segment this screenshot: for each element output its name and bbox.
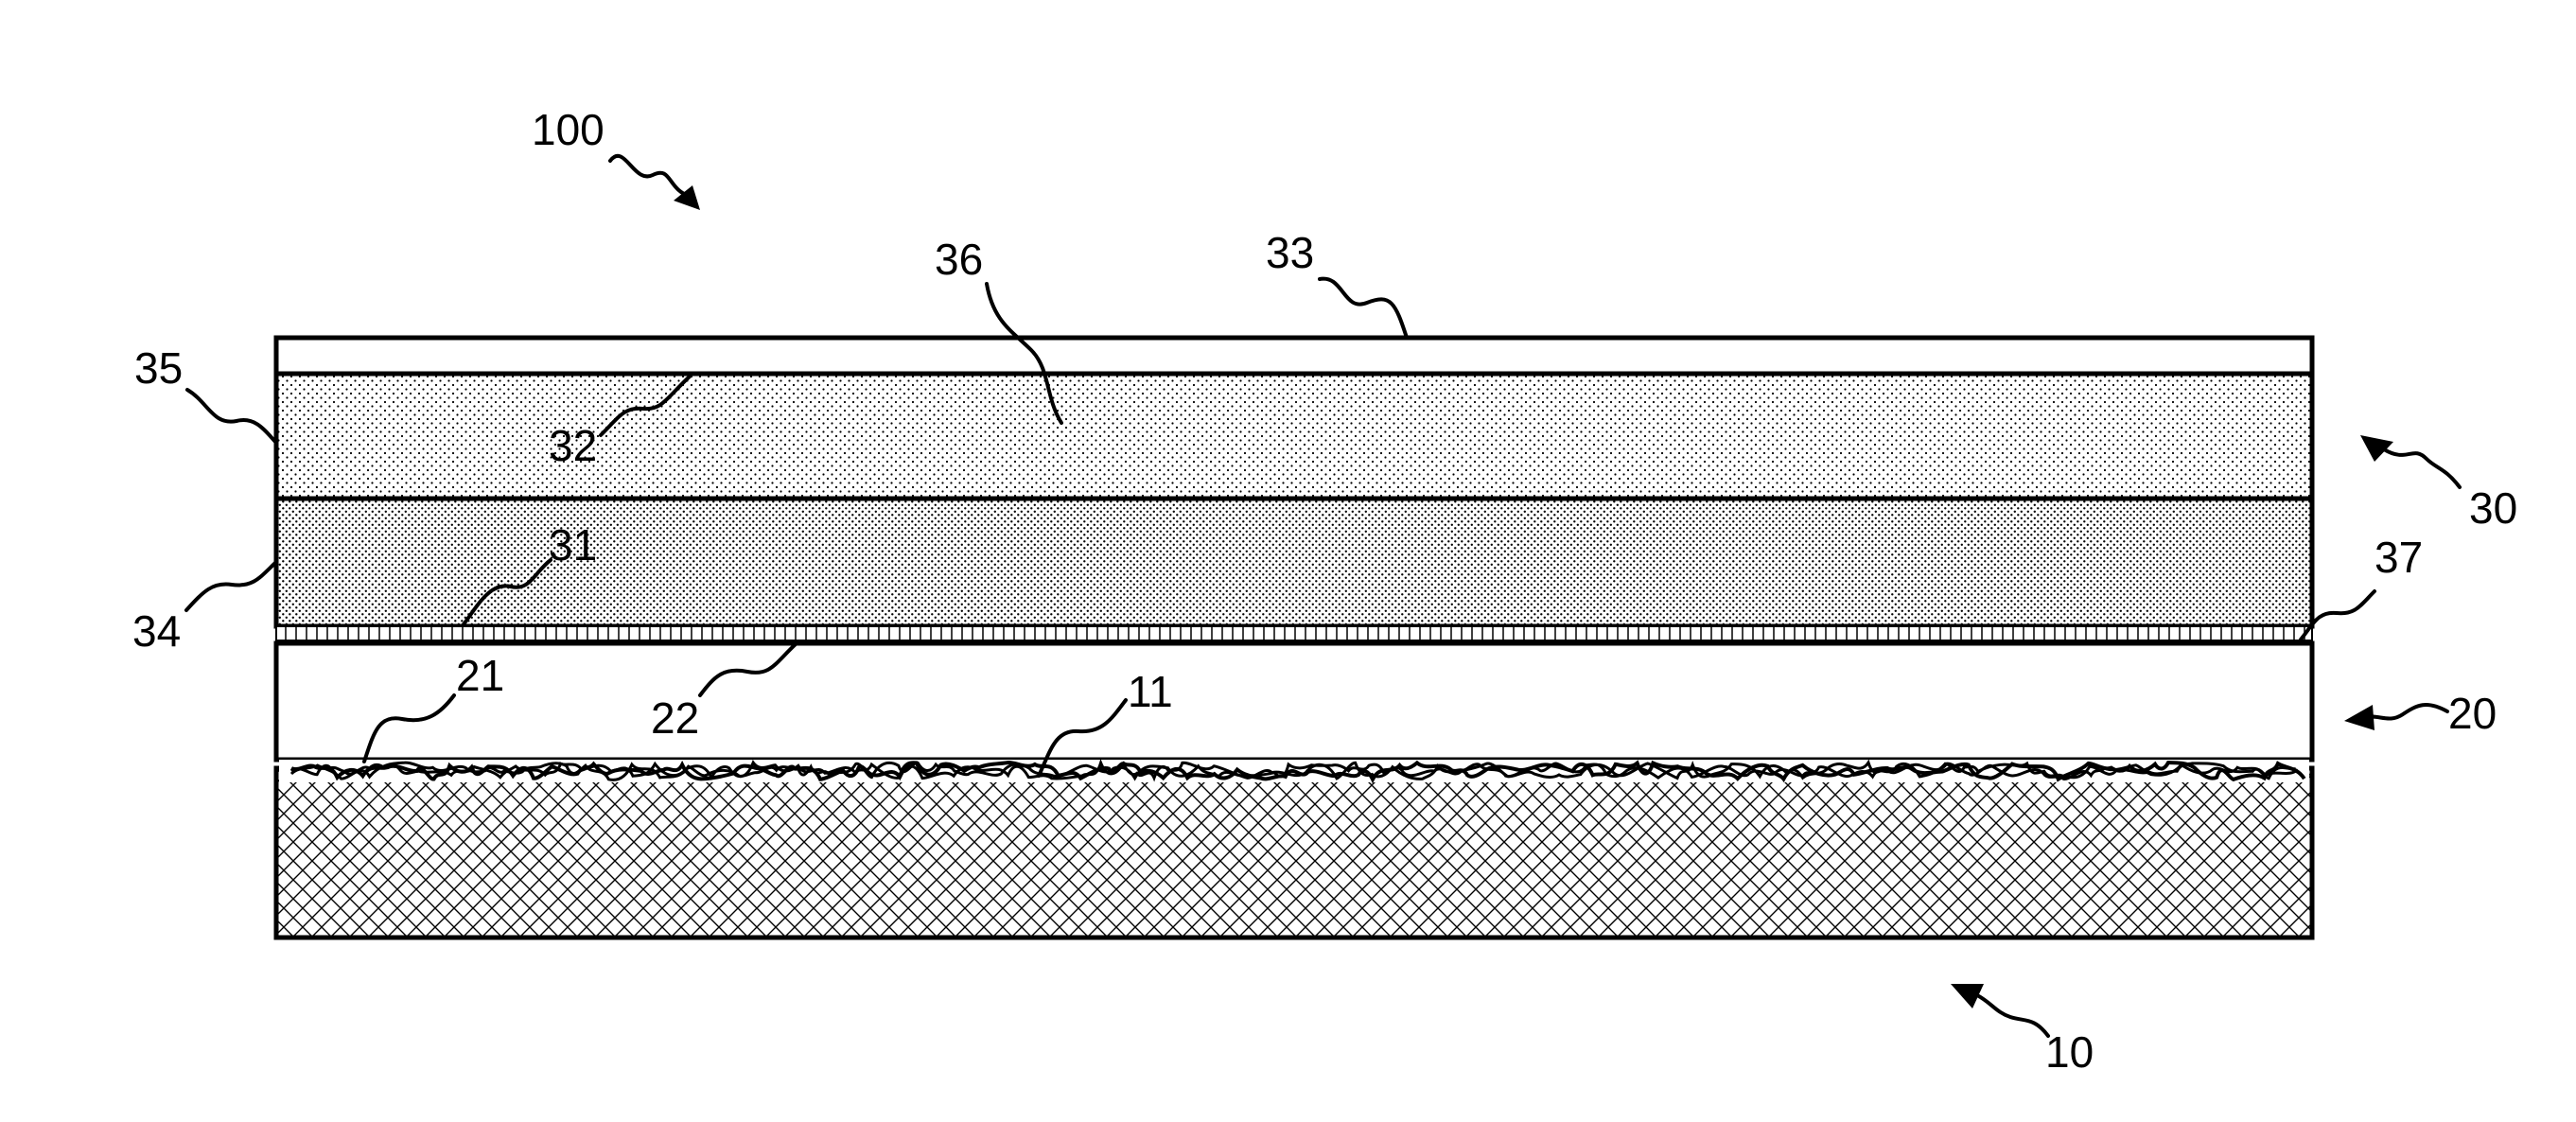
label-33: 33 [1266,228,1314,277]
leader-34 [186,562,276,610]
leader-10 [1977,995,2048,1036]
label-11: 11 [1128,667,1173,716]
label-22: 22 [651,693,699,743]
label-32: 32 [549,421,597,470]
leader-20 [2365,705,2447,719]
leader-30 [2384,449,2460,487]
intermediate-layer [276,643,2312,760]
label-10: 10 [2045,1027,2094,1077]
label-37: 37 [2374,533,2423,582]
leader-100 [610,156,691,197]
rough-interface [279,760,2309,782]
label-34: 34 [132,606,181,656]
label-100: 100 [532,105,605,154]
leader-33 [1320,279,1407,338]
leader-35 [187,390,276,443]
top-surface-layer [276,338,2312,374]
label-36: 36 [935,235,983,284]
arrow-head-30 [2360,435,2393,462]
label-31: 31 [549,520,597,570]
label-21: 21 [456,651,504,700]
substrate-layer [276,768,2312,938]
bond-layer-strip [276,626,2312,640]
top-assembly [276,338,2312,626]
label-30: 30 [2469,483,2517,533]
label-35: 35 [134,343,183,393]
arrow-head-20 [2344,705,2374,730]
label-20: 20 [2448,689,2497,738]
